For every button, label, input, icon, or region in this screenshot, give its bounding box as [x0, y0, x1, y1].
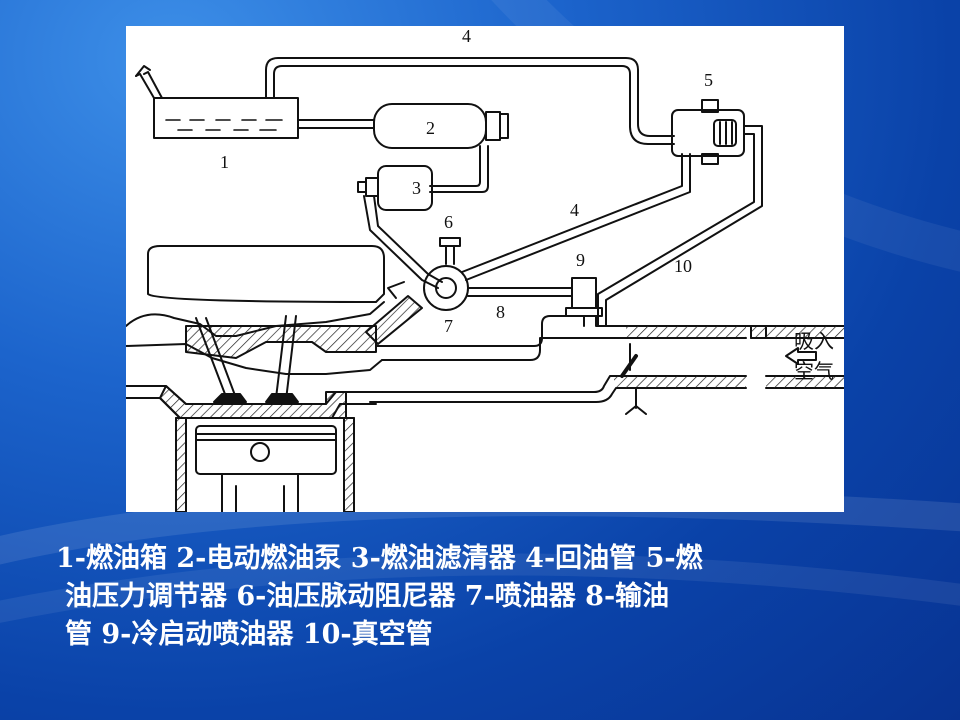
filter-outlet-line-2 [373, 195, 443, 283]
pulsation-damper [439, 237, 461, 265]
cylinder-piston [175, 417, 355, 512]
label-vacuum-pipe: 10 [674, 256, 692, 276]
caption-line: 1-燃油箱 2-电动燃油泵 3-燃油滤清器 4-回油管 5-燃 [56, 543, 703, 574]
intake-manifold [369, 315, 844, 403]
return-pipe-lower-2 [465, 153, 691, 281]
pump-filter-line [429, 145, 489, 193]
fuel-system-diagram: 1 2 3 4 4 5 6 7 8 9 10 吸入 空气 [126, 26, 844, 512]
throttle-valve [620, 343, 647, 415]
filter-outlet-line [363, 195, 439, 289]
electric-fuel-pump [373, 103, 509, 149]
label-injector: 7 [444, 316, 453, 336]
label-cold-start: 9 [576, 250, 585, 270]
label-filter: 3 [412, 178, 421, 198]
caption-line: 油压力调节器 6-油压脉动阻尼器 7-喷油器 8-输油 [65, 581, 670, 612]
label-intake-air-1: 吸入 [794, 329, 834, 353]
label-fuel-line: 8 [496, 302, 505, 322]
return-pipe-lower [461, 153, 683, 273]
caption: 1-燃油箱 2-电动燃油泵 3-燃油滤清器 4-回油管 5-燃 油压力调节器 6… [56, 540, 916, 654]
label-intake-air-2: 空气 [794, 359, 834, 383]
cylinder-head [126, 245, 385, 419]
label-regulator: 5 [704, 70, 713, 90]
caption-line: 管 9-冷启动喷油器 10-真空管 [65, 619, 433, 650]
vacuum-pipe [605, 125, 763, 327]
exhaust-valve [265, 315, 299, 403]
label-return-pipe-top: 4 [462, 26, 471, 46]
vacuum-pipe-2 [597, 133, 755, 327]
fuel-filter [357, 165, 433, 211]
label-tank: 1 [220, 152, 229, 172]
intake-air-arrow [785, 347, 817, 365]
fuel-tank [135, 65, 299, 139]
return-pipe [265, 57, 675, 145]
label-return-pipe-mid: 4 [570, 200, 579, 220]
intake-valve [195, 317, 247, 403]
label-damper: 6 [444, 212, 453, 232]
pump-filter-line-2 [429, 145, 481, 187]
label-pump: 2 [426, 118, 435, 138]
